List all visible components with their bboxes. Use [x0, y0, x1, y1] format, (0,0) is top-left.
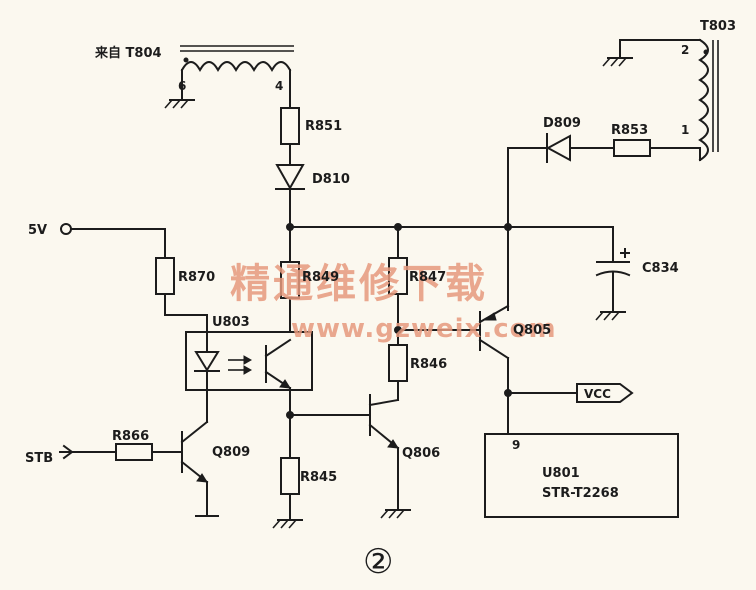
- label-t803-pin1: 1: [681, 123, 689, 137]
- label-q806: Q806: [402, 446, 440, 461]
- t804-ground: [164, 69, 195, 109]
- q806-transistor: [368, 394, 411, 519]
- q809-transistor: [180, 414, 219, 517]
- vcc-flag: [576, 383, 634, 403]
- u803-led: [194, 331, 253, 391]
- label-t803-pin2: 2: [681, 43, 689, 57]
- c834-capacitor: [595, 226, 631, 321]
- label-5v: 5V: [28, 223, 47, 238]
- label-stb: STB: [25, 451, 53, 466]
- stb-input-arrow: [59, 444, 117, 460]
- figure-number: ②: [363, 542, 393, 582]
- label-r853: R853: [611, 123, 648, 138]
- label-d810: D810: [312, 172, 350, 187]
- r846-resistor: [388, 344, 408, 382]
- label-u801-pin9: 9: [512, 438, 520, 452]
- r851-resistor: [280, 107, 300, 145]
- label-q805: Q805: [513, 323, 551, 338]
- label-r870: R870: [178, 270, 215, 285]
- label-r847: R847: [409, 270, 446, 285]
- d810-diode: [275, 164, 305, 191]
- label-t804-pin6: 6: [178, 79, 186, 93]
- label-u801-part: STR-T2268: [542, 486, 619, 501]
- r866-resistor: [115, 443, 153, 461]
- label-vcc: VCC: [584, 387, 611, 401]
- u801-ic: [484, 433, 679, 518]
- label-u803: U803: [212, 315, 250, 330]
- label-t803: T803: [700, 19, 736, 34]
- t804-winding: [180, 45, 294, 73]
- label-u801-name: U801: [542, 466, 580, 481]
- five-v-terminal: [60, 223, 166, 259]
- label-t804-pin4: 4: [275, 79, 283, 93]
- label-from-t804: 来自 T804: [94, 45, 162, 61]
- label-c834: C834: [642, 261, 679, 276]
- label-r846: R846: [410, 357, 447, 372]
- t803-winding: [698, 38, 719, 162]
- d809-diode: [545, 133, 571, 163]
- r870-resistor: [155, 257, 175, 295]
- u803-phototransistor: [264, 338, 292, 390]
- r853-resistor: [613, 139, 651, 157]
- label-r849: R849: [302, 270, 339, 285]
- label-d809: D809: [543, 116, 581, 131]
- label-r866: R866: [112, 429, 149, 444]
- watermark-url: www.gzweix.com: [291, 314, 557, 344]
- watermark-chinese: 精通维修下载: [230, 261, 488, 307]
- r845-resistor: [280, 457, 300, 495]
- t803-ground: [602, 39, 701, 67]
- label-r851: R851: [305, 119, 342, 134]
- r845-ground: [272, 493, 303, 529]
- label-q809: Q809: [212, 445, 250, 460]
- label-r845: R845: [300, 470, 337, 485]
